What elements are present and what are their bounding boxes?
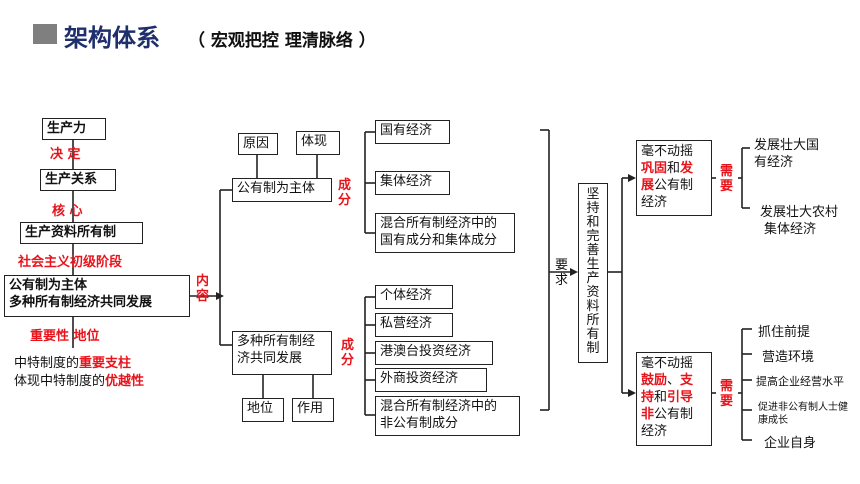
- public-firm-line-2: 巩固和发: [641, 160, 707, 177]
- adhere-text: 坚持和完善生产资料所有制: [586, 187, 600, 356]
- nonpublic-firm-and: 和: [654, 390, 668, 405]
- role-box: 作用: [292, 398, 334, 422]
- public-firm-box: 毫不动摇 巩固和发 展公有制 经济: [636, 140, 712, 216]
- embody-box: 体现: [296, 131, 340, 155]
- state-economy-box: 国有经济: [375, 120, 450, 144]
- need-premise: 抓住前提: [758, 325, 811, 340]
- public-need-label: 需要: [719, 164, 733, 194]
- need-rural-line-1: 发展壮大农村: [760, 205, 839, 220]
- adhere-arrow-top: [628, 174, 636, 182]
- collective-economy-box: 集体经济: [375, 171, 450, 195]
- decides-label: 决 定: [50, 147, 81, 162]
- stage-label: 社会主义初级阶段: [18, 255, 123, 270]
- nonpublic-firm-line-2: 鼓励、支: [641, 372, 707, 389]
- system-line-2: 多种所有制经济共同发展: [9, 295, 153, 310]
- nonpublic-firm-line-4: 非公有制: [641, 406, 707, 423]
- multi-components-label: 成分: [340, 338, 354, 368]
- status-box: 地位: [242, 398, 284, 422]
- system-line-1: 公有制为主体: [9, 278, 88, 293]
- content-arrowhead: [216, 292, 224, 300]
- note-superiority: 体现中特制度的优越性: [14, 370, 144, 389]
- need-state-line-2: 有经济: [754, 155, 794, 170]
- nonpublic-firm-line-5: 经济: [641, 424, 668, 439]
- individual-economy-box: 个体经济: [375, 285, 453, 309]
- relations-box: 生产关系: [40, 169, 116, 191]
- public-firm-line-1: 毫不动摇: [641, 144, 694, 159]
- need-self: 企业自身: [764, 436, 817, 451]
- nonpublic-firm-line-1: 毫不动摇: [641, 356, 694, 371]
- need-people-line-2: 康成长: [758, 415, 788, 426]
- mixed-nonpublic-box: 混合所有制经济中的 非公有制成分: [375, 396, 520, 436]
- private-economy-box: 私营经济: [375, 313, 453, 337]
- reason-box: 原因: [238, 133, 278, 155]
- adhere-arrow-bottom: [628, 389, 636, 397]
- page-subtitle: （ 宏观把控 理清脉络 ）: [188, 31, 376, 51]
- foreign-investment-box: 外商投资经济: [375, 368, 487, 392]
- core-label: 核 心: [52, 204, 83, 219]
- need-state-line-1: 发展壮大国: [754, 138, 820, 153]
- ownership-box: 生产资料所有制: [20, 222, 143, 244]
- note-pillar-prefix: 中特制度的: [14, 356, 80, 371]
- nonpublic-firm-guide: 引导: [667, 390, 694, 405]
- public-firm-consolidate: 巩固: [641, 161, 668, 176]
- nonpublic-firm-box: 毫不动摇 鼓励、支 持和引导 非公有制 经济: [636, 352, 712, 446]
- public-firm-public: 公有制: [654, 178, 694, 193]
- adhere-box: 坚持和完善生产资料所有制: [578, 183, 608, 363]
- hmt-investment-box: 港澳台投资经济: [375, 341, 493, 365]
- note-pillar: 中特制度的重要支柱: [14, 352, 131, 371]
- requirement-label: 要求: [554, 258, 568, 288]
- importance-label: 重要性 地位: [30, 329, 100, 344]
- need-people-line-1: 促进非公有制人士健: [758, 402, 848, 413]
- nonpublic-firm-sep: 、: [667, 373, 681, 388]
- multi-main-box: 多种所有制经 济共同发展: [232, 331, 332, 375]
- public-components-label: 成分: [337, 178, 351, 208]
- nonpublic-firm-support-1: 支: [680, 373, 694, 388]
- title-square-icon: [33, 24, 57, 44]
- system-box: 公有制为主体 多种所有制经济共同发展: [4, 275, 190, 317]
- req-arrowhead: [570, 268, 578, 276]
- nonpublic-firm-non: 非: [641, 407, 655, 422]
- mixed-public-box: 混合所有制经济中的 国有成分和集体成分: [375, 213, 515, 253]
- productivity-box: 生产力: [42, 118, 106, 140]
- note-pillar-red: 重要支柱: [79, 356, 132, 371]
- mixed-public-line-2: 国有成分和集体成分: [380, 233, 498, 248]
- public-main-box: 公有制为主体: [232, 178, 332, 202]
- nonpublic-firm-support-2: 持: [641, 390, 655, 405]
- mixed-nonpublic-line-2: 非公有制成分: [380, 416, 459, 431]
- mixed-nonpublic-line-1: 混合所有制经济中的: [380, 399, 498, 414]
- nonpublic-firm-line-3: 持和引导: [641, 389, 707, 406]
- public-firm-line-3: 展公有制: [641, 177, 707, 194]
- public-firm-develop-2: 展: [641, 178, 655, 193]
- public-firm-line-4: 经济: [641, 195, 668, 210]
- content-label: 内容: [195, 274, 209, 304]
- page-title: 架构体系: [64, 24, 160, 52]
- public-firm-and: 和: [667, 161, 681, 176]
- need-environment: 营造环境: [762, 350, 815, 365]
- multi-main-line-2: 济共同发展: [237, 351, 303, 366]
- multi-main-line-1: 多种所有制经: [237, 334, 316, 349]
- need-management: 提高企业经营水平: [756, 375, 844, 388]
- nonpublic-firm-public: 公有制: [654, 407, 694, 422]
- note-superiority-prefix: 体现中特制度的: [14, 374, 106, 389]
- need-rural-line-2: 集体经济: [764, 222, 817, 237]
- nonpublic-firm-encourage: 鼓励: [641, 373, 668, 388]
- public-firm-develop-1: 发: [680, 161, 694, 176]
- note-superiority-red: 优越性: [105, 374, 145, 389]
- nonpublic-need-label: 需要: [719, 379, 733, 409]
- mixed-public-line-1: 混合所有制经济中的: [380, 216, 498, 231]
